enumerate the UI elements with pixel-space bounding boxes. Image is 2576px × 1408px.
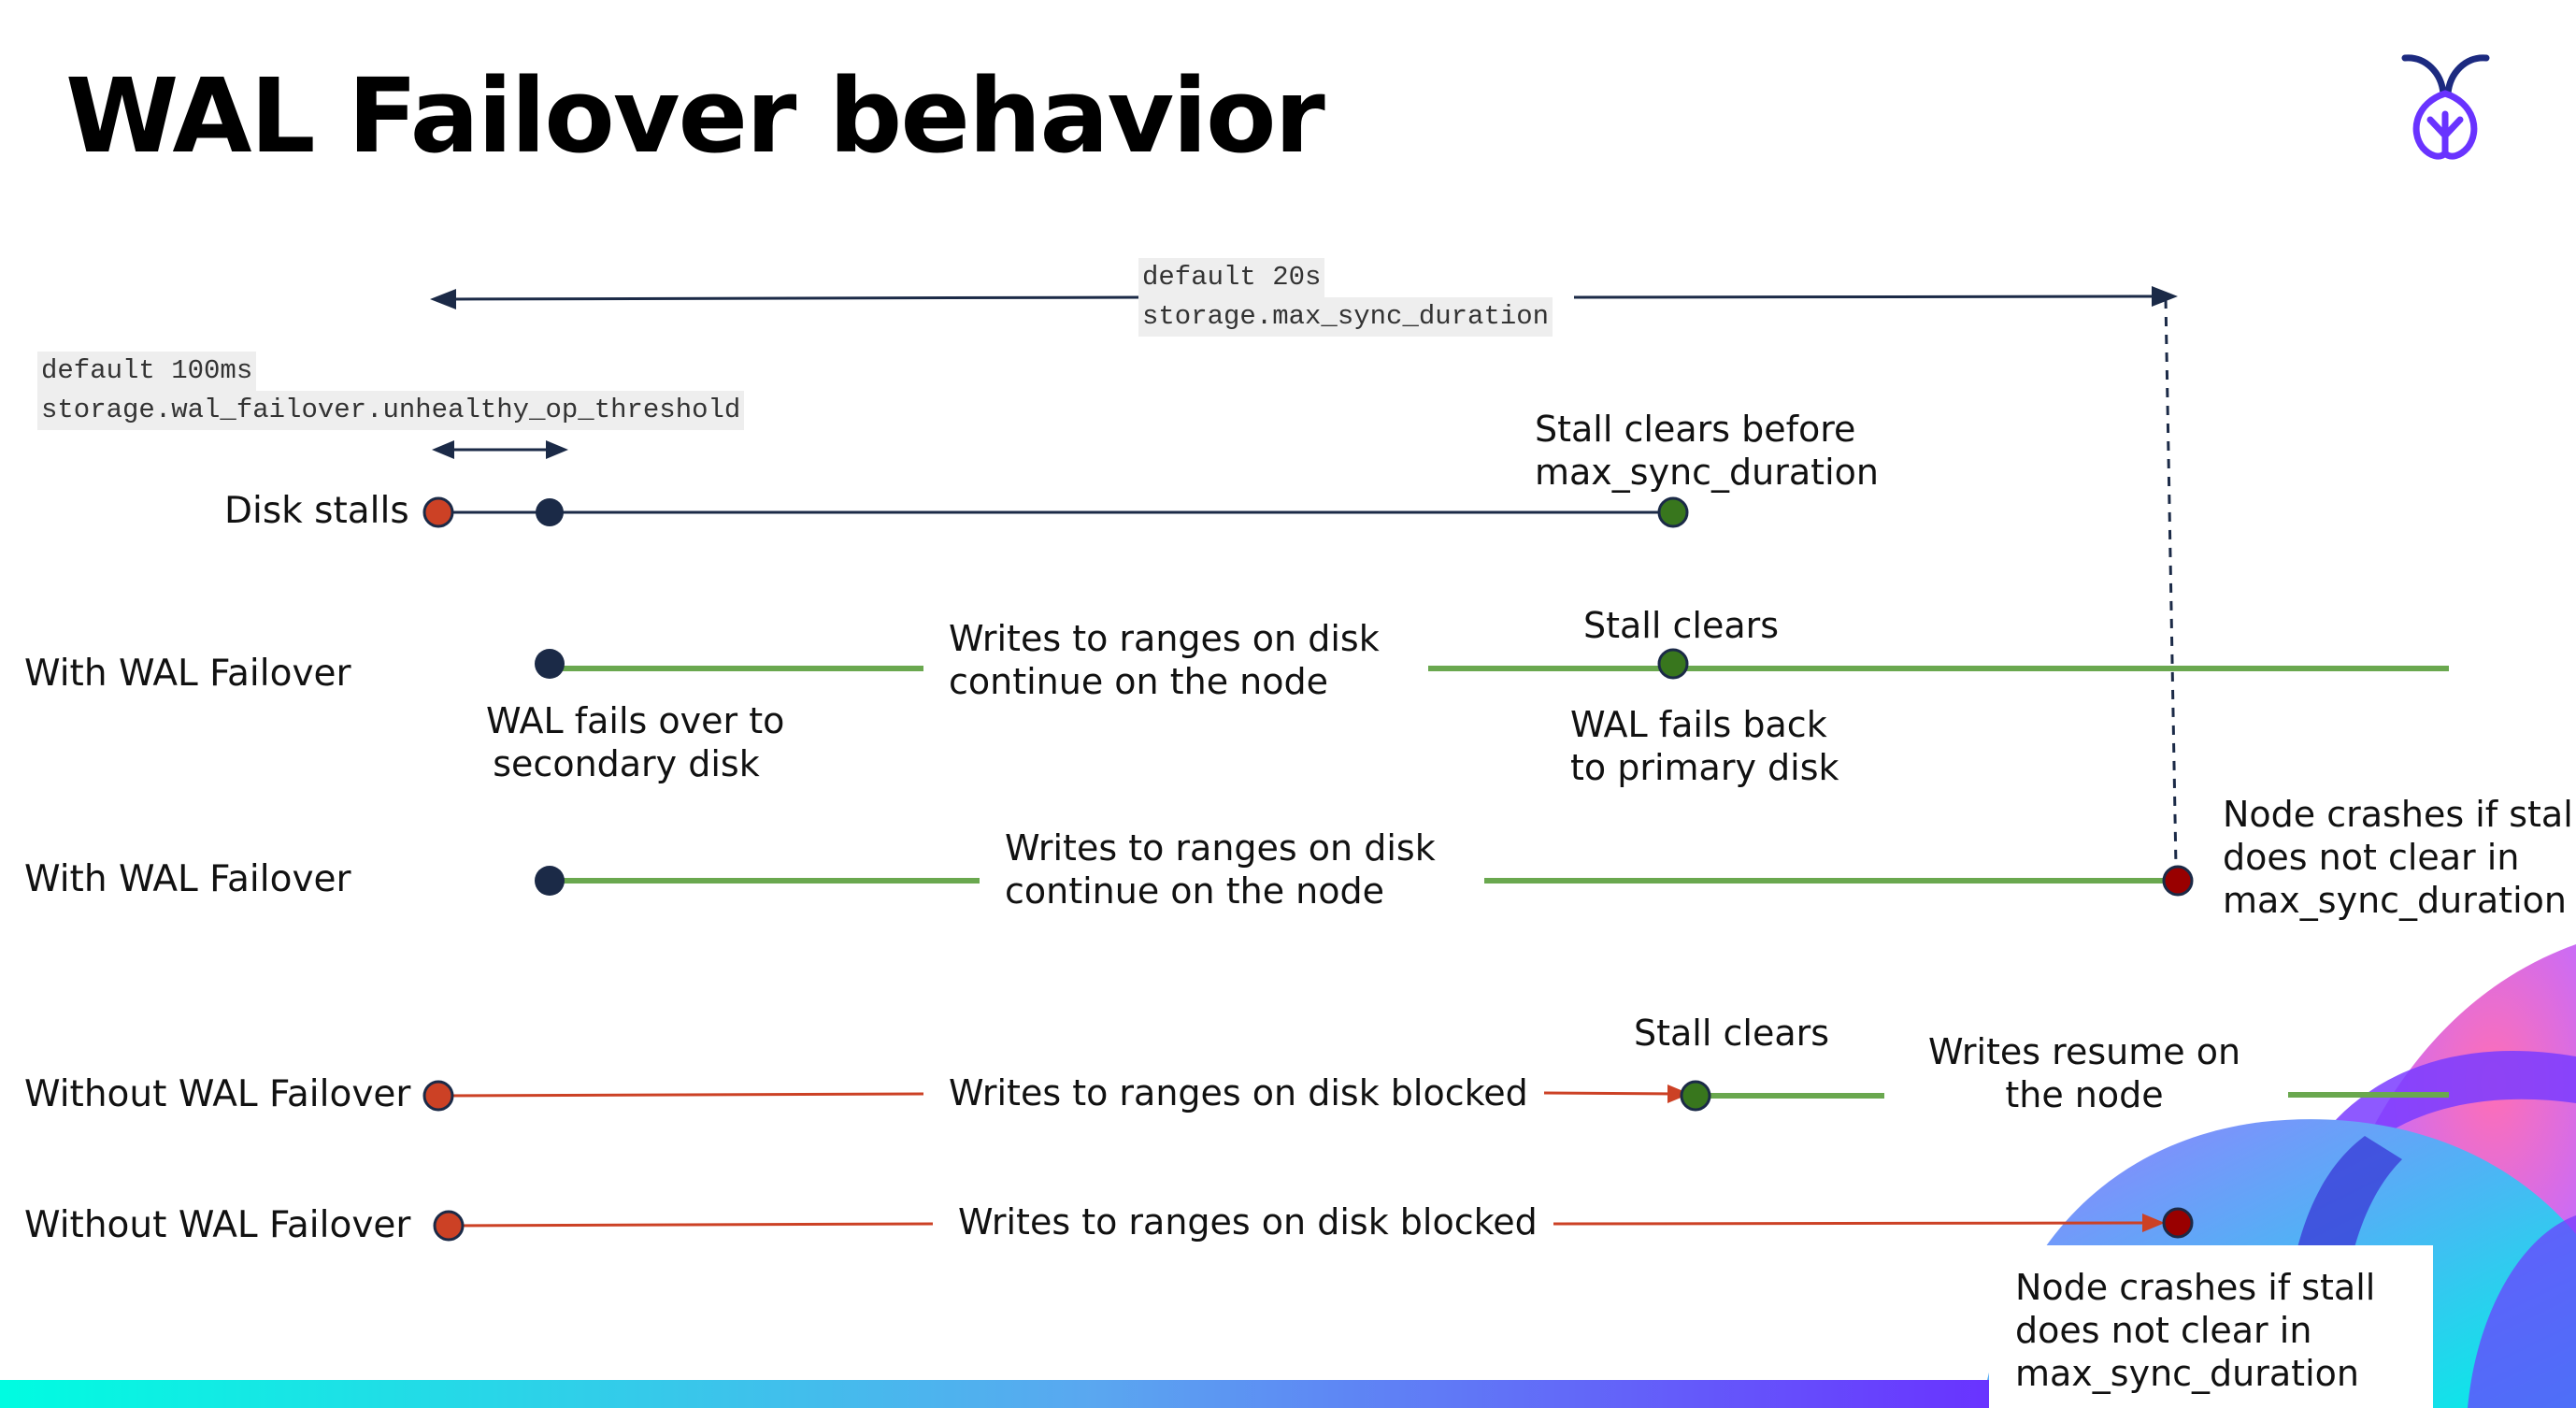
row-label-disk-stalls: Disk stalls	[224, 490, 409, 532]
annotation-line: does not clear in	[2223, 837, 2520, 878]
stall-start-marker	[433, 1210, 465, 1242]
max-sync-default: default 20s	[1138, 258, 1325, 297]
annotation-wal-fails-over: WAL fails over to secondary disk	[486, 699, 785, 785]
stall-start-marker	[422, 1080, 454, 1112]
stall-clears-marker	[1657, 496, 1689, 528]
annotation-line: Node crashes if stall	[2015, 1267, 2376, 1308]
annotation-line: Node crashes if stall	[2223, 794, 2576, 835]
annotation-writes-continue: Writes to ranges on disk continue on the…	[949, 617, 1380, 703]
stall-clears-marker	[1657, 648, 1689, 680]
timeline-no-failover-crash	[433, 1207, 2194, 1242]
annotation-line: Writes resume on	[1927, 1031, 2241, 1072]
annotation-wal-fails-back: WAL fails back to primary disk	[1570, 703, 1839, 789]
annotation-line: to primary disk	[1570, 747, 1839, 788]
annotation-line: max_sync_duration	[2015, 1353, 2359, 1394]
failover-marker	[535, 649, 565, 679]
annotation-stall-clears-before: Stall clears before max_sync_duration	[1535, 408, 1879, 494]
annotation-line: max_sync_duration	[1535, 452, 1879, 493]
annotation-line: continue on the node	[949, 661, 1328, 702]
stall-clears-marker	[1680, 1080, 1711, 1112]
crash-marker	[2162, 865, 2194, 897]
threshold-default: default 100ms	[37, 352, 257, 391]
max-sync-span-arrow	[430, 286, 2178, 309]
annotation-stall-clears: Stall clears	[1583, 605, 1780, 646]
page-title: WAL Failover behavior	[65, 56, 1325, 176]
stall-start-marker	[422, 496, 454, 528]
annotation-line: Stall clears before	[1535, 409, 1856, 450]
annotation-node-crashes: Node crashes if stall does not clear in …	[2223, 793, 2576, 922]
deadline-dashed-line	[2164, 298, 2178, 869]
annotation-writes-resume: Writes resume on the node	[1925, 1030, 2243, 1116]
failover-marker	[535, 866, 565, 896]
annotation-line: the node	[2005, 1074, 2164, 1115]
annotation-line: WAL fails back	[1570, 704, 1827, 745]
max-sync-setting: storage.max_sync_duration	[1138, 297, 1553, 337]
row-label-without-failover: Without WAL Failover	[24, 1073, 411, 1115]
timeline-no-failover-recovers	[422, 1080, 2449, 1112]
annotation-line: continue on the node	[1005, 870, 1384, 912]
annotation-node-crashes: Node crashes if stall does not clear in …	[2015, 1266, 2375, 1395]
row-label-without-failover: Without WAL Failover	[24, 1204, 411, 1246]
crash-marker	[2162, 1207, 2194, 1239]
row-label-with-failover: With WAL Failover	[24, 858, 351, 900]
annotation-line: Writes to ranges on disk	[1005, 827, 1436, 869]
decorative-graphic	[1982, 944, 2576, 1408]
annotation-line: max_sync_duration	[2223, 880, 2567, 921]
timeline-wal-failover-crash	[535, 865, 2194, 897]
annotation-stall-clears: Stall clears	[1634, 1013, 1830, 1054]
annotation-line: secondary disk	[493, 743, 760, 784]
annotation-line: WAL fails over to	[486, 700, 785, 741]
timeline-disk-stalls	[422, 496, 1689, 528]
annotation-line: does not clear in	[2015, 1310, 2312, 1351]
annotation-writes-blocked: Writes to ranges on disk blocked	[958, 1201, 1538, 1243]
threshold-span-arrow	[432, 440, 568, 459]
annotation-writes-blocked: Writes to ranges on disk blocked	[949, 1072, 1528, 1113]
logo-icon	[2401, 54, 2490, 160]
annotation-line: Writes to ranges on disk	[949, 618, 1380, 659]
threshold-marker	[536, 498, 564, 526]
threshold-setting: storage.wal_failover.unhealthy_op_thresh…	[37, 391, 745, 430]
annotation-writes-continue: Writes to ranges on disk continue on the…	[1005, 826, 1436, 912]
footer-bar	[0, 1380, 1989, 1408]
timeline-wal-failover-recovers	[535, 648, 2449, 680]
row-label-with-failover: With WAL Failover	[24, 653, 351, 695]
